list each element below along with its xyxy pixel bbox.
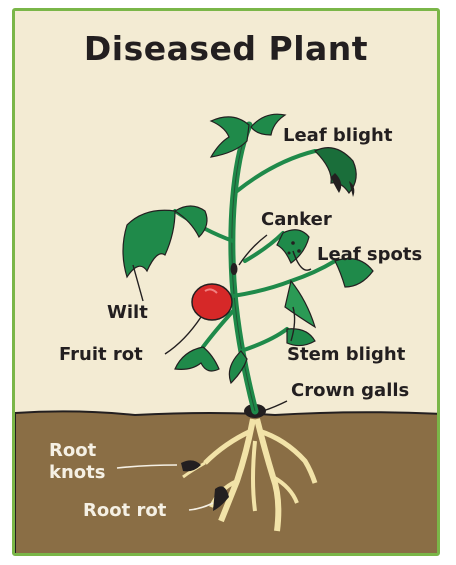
label-fruit-rot: Fruit rot [59,345,143,365]
diagram-frame: Diseased Plant Leaf blight Canker Leaf s… [12,8,440,556]
label-root-knots-line2: knots [49,463,105,483]
label-leaf-spots: Leaf spots [317,245,422,265]
soil [15,411,440,556]
label-leaf-blight: Leaf blight [283,126,392,146]
label-crown-galls: Crown galls [291,381,409,401]
label-canker: Canker [261,210,332,230]
label-stem-blight: Stem blight [287,345,405,365]
canker-mark [231,263,238,275]
diagram-title: Diseased Plant [15,29,437,68]
label-root-knots-line1: Root [49,441,96,461]
label-wilt: Wilt [107,303,148,323]
label-root-rot: Root rot [83,501,166,521]
